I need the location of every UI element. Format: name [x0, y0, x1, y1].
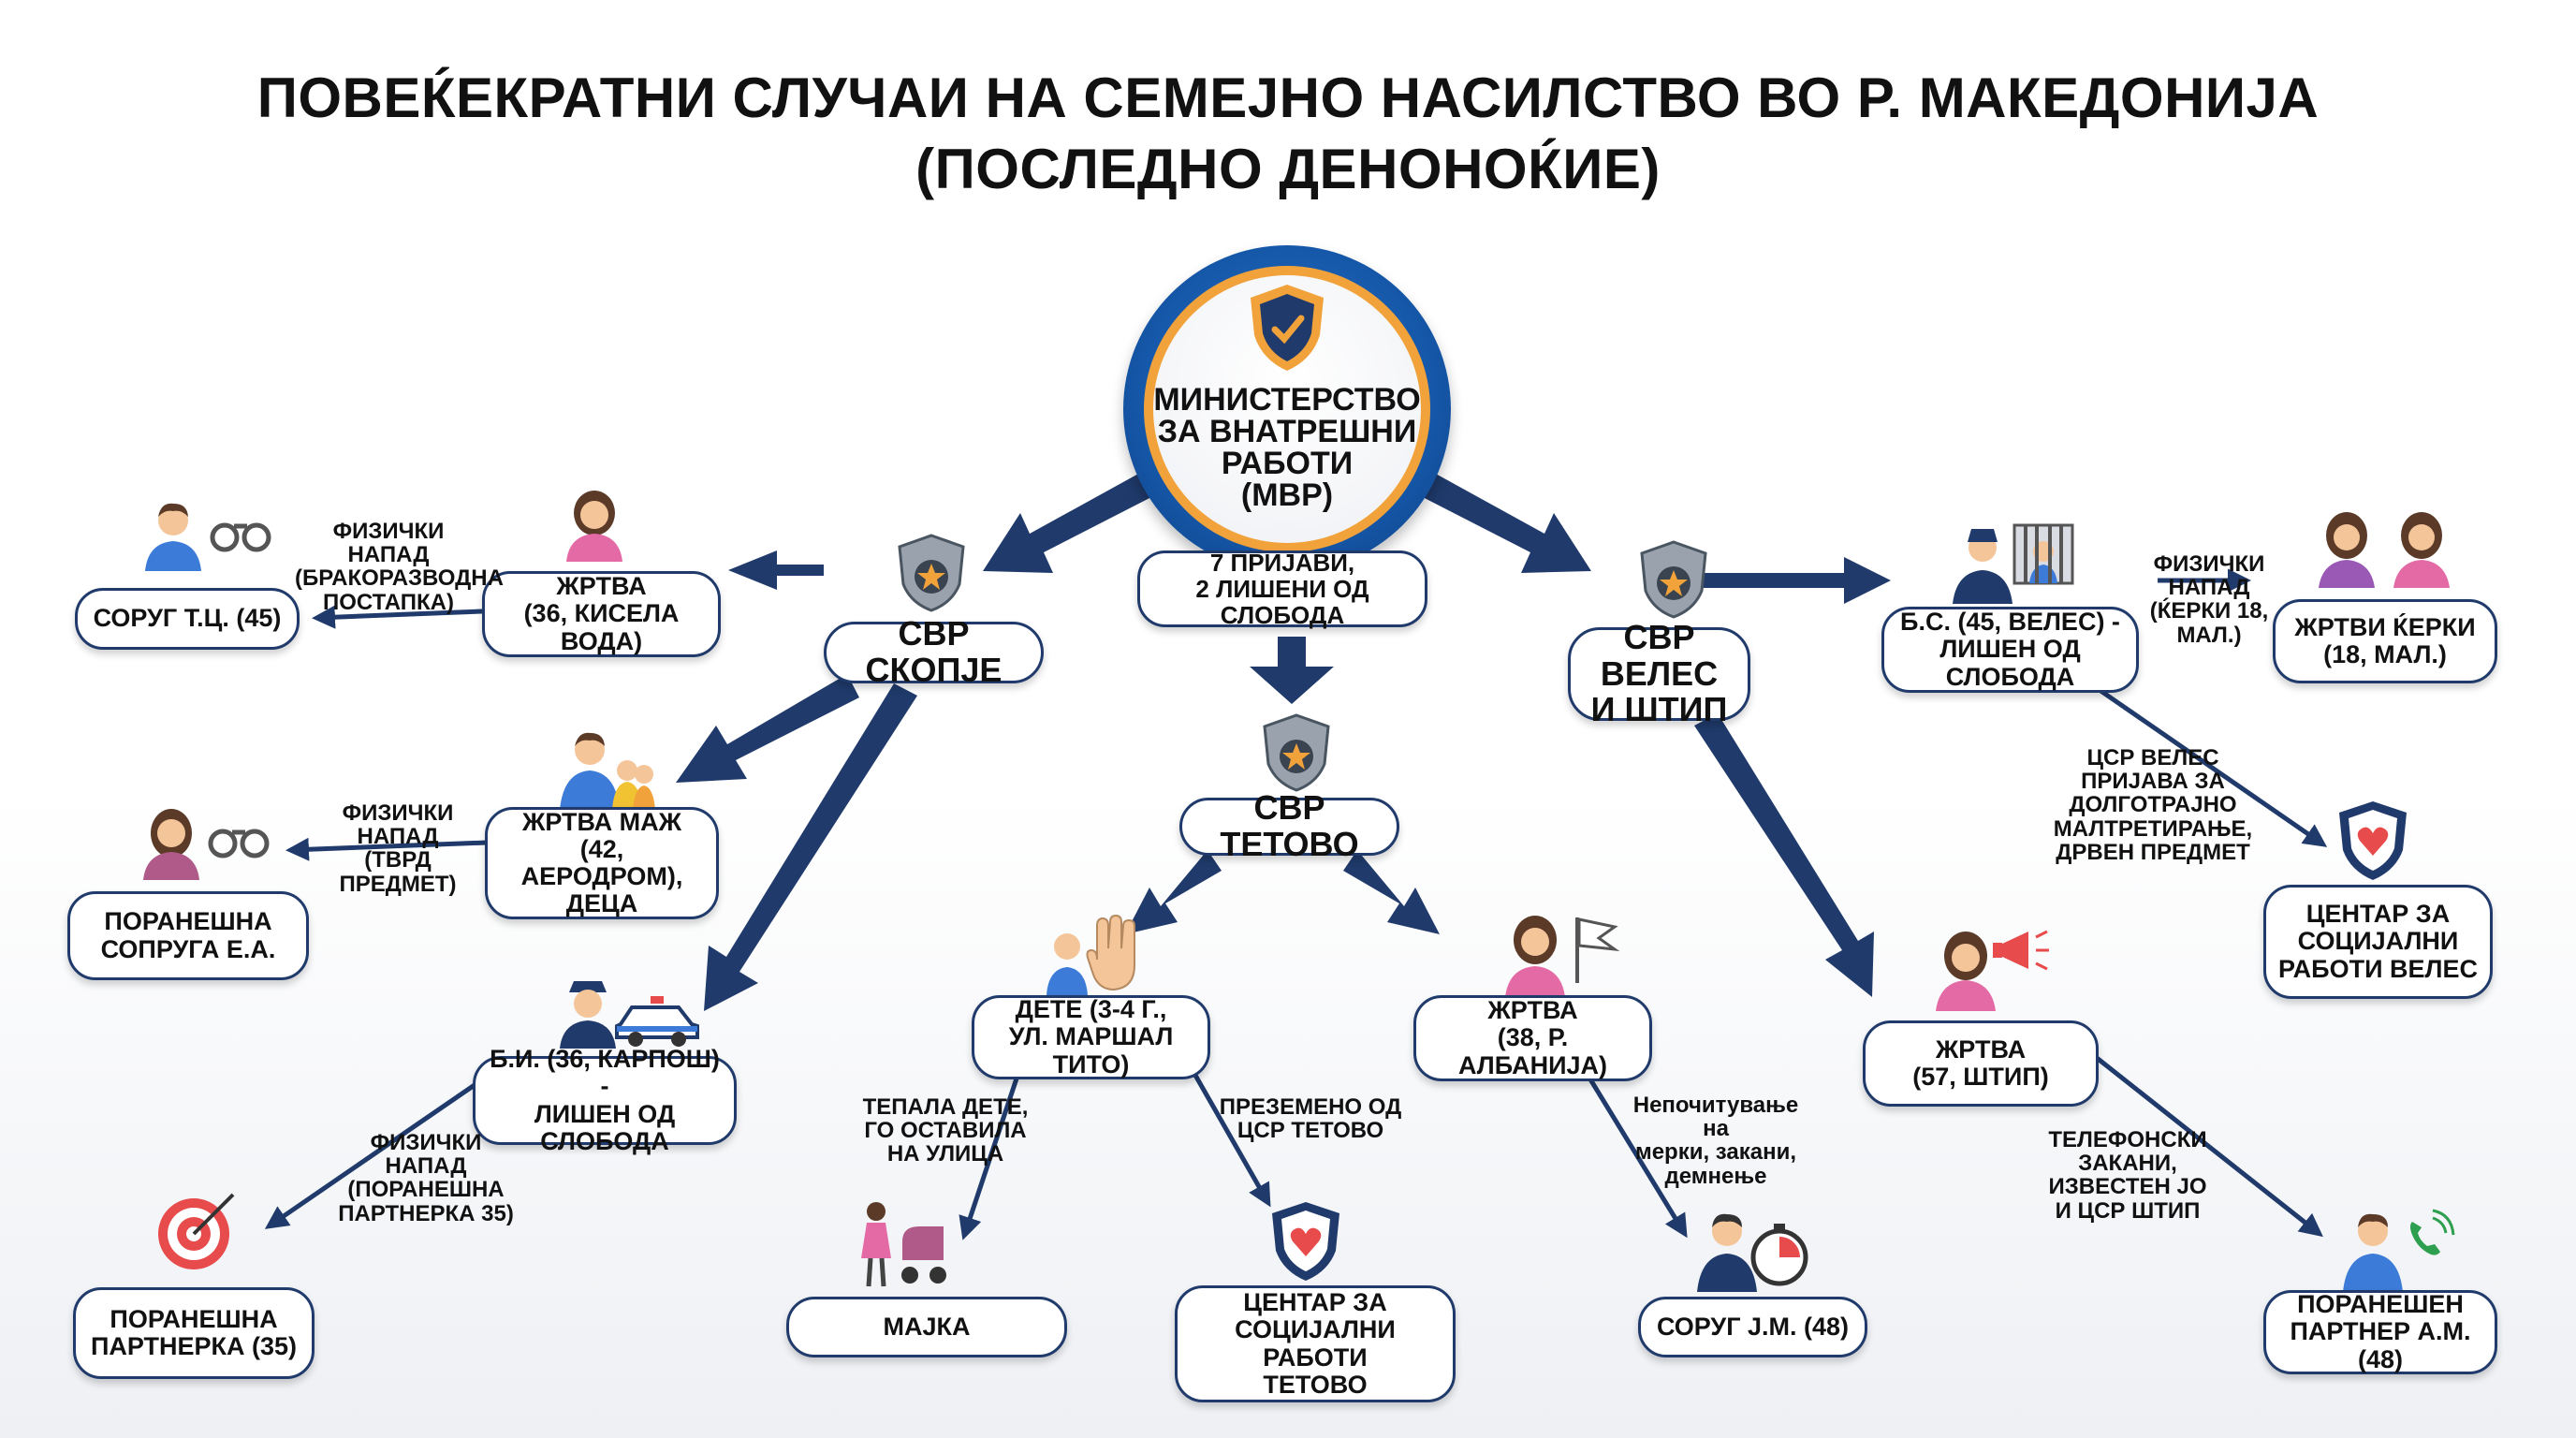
tetovo-action2-label: Непочитување на мерки, закани, демнење	[1632, 1093, 1799, 1189]
shtip-perp-box: ПОРАНЕШЕН ПАРТНЕР А.М. (48)	[2263, 1290, 2497, 1374]
man-icon	[145, 503, 201, 571]
tetovo-victim-box: ЖРТВА (38, Р. АЛБАНИЈА)	[1413, 995, 1652, 1081]
arrow-skopje-case2	[676, 674, 859, 783]
man-phone-icon	[2343, 1209, 2455, 1292]
thin-arrow-skopje2	[285, 837, 488, 861]
page-subtitle: (ПОСЛЕДНО ДЕНОНОЌИЕ)	[915, 138, 1661, 200]
child-stop-icon	[1046, 914, 1135, 995]
handcuffs-icon	[208, 829, 270, 858]
police-badge-icon	[1263, 713, 1330, 792]
tetovo-perp-box: СОРУГ Ј.М. (48)	[1638, 1297, 1867, 1357]
shield-icon	[1251, 285, 1324, 371]
page-title: ПОВЕЌЕКРАТНИ СЛУЧАИ НА СЕМЕЈНО НАСИЛСТВО…	[256, 66, 2320, 129]
veles-center-box: ЦЕНТАР ЗА СОЦИЈАЛНИ РАБОТИ ВЕЛЕС	[2263, 885, 2493, 999]
arrow-to-skopje	[983, 473, 1153, 573]
arrow-skopje-case1	[728, 550, 824, 590]
woman-flag-icon	[1505, 916, 1619, 997]
arrow-tetovo-victim	[1343, 850, 1440, 934]
tetovo-mother-box: МАЈКА	[786, 1297, 1067, 1357]
skopje-action3-label: ФИЗИЧКИ НАПАД (ПОРАНЕШНА ПАРТНЕРКА 35)	[338, 1130, 514, 1226]
skopje-action2-label: ФИЗИЧКИ НАПАД (ТВРД ПРЕДМЕТ)	[339, 800, 457, 897]
main-arrows	[676, 473, 1891, 1011]
skopje-action1-label: ФИЗИЧКИ НАПАД (БРАКОРАЗВОДНА ПОСТАПКА)	[295, 519, 504, 615]
shield-heart-icon	[2339, 801, 2407, 880]
man-stopwatch-icon	[1697, 1213, 1808, 1292]
thin-arrow-tetovo-spouse	[1574, 1056, 1688, 1239]
hub-veles-shtip: СВР ВЕЛЕС И ШТИП	[1568, 619, 1750, 727]
arrow-to-tetovo	[1250, 637, 1334, 704]
police-car-icon	[615, 996, 699, 1047]
arrow-skopje-case3	[704, 683, 917, 1011]
tetovo-action-right-label: ПРЕЗЕМЕНО ОД ЦСР ТЕТОВО	[1219, 1094, 1402, 1144]
thin-arrow-shtip-partner	[2095, 1056, 2323, 1238]
thin-arrow-skopje3	[264, 1074, 489, 1229]
officer-jail-icon	[1953, 523, 2074, 604]
tetovo-action-left-label: ТЕПАЛА ДЕТЕ, ГО ОСТАВИЛА НА УЛИЦА	[862, 1094, 1029, 1167]
skopje-victim3-box: ПОРАНЕШНА ПАРТНЕРКА (35)	[73, 1287, 315, 1379]
thin-arrow-skopje1	[312, 605, 506, 629]
veles-victims-box: ЖРТВИ ЌЕРКИ (18, МАЛ.)	[2273, 599, 2497, 683]
thin-arrow-veles-center	[2095, 685, 2328, 847]
skopje-victim1-box: ЖРТВА (36, КИСЕЛА ВОДА)	[482, 571, 721, 657]
skopje-victim2-box: ЖРТВА МАЖ (42, АЕРОДРОМ), ДЕЦА	[485, 807, 719, 919]
woman-megaphone-icon	[1936, 930, 2049, 1011]
skopje-perp3-box: Б.И. (36, КАРПОШ) - ЛИШЕН ОД СЛОБОДА	[473, 1046, 737, 1154]
skopje-perp2-box: ПОРАНЕШНА СОПРУГА Е.А.	[67, 891, 309, 980]
tetovo-child-box: ДЕТЕ (3-4 Г., УЛ. МАРШАЛ ТИТО)	[972, 995, 1210, 1079]
police-badge-icon	[1640, 540, 1707, 619]
police-badge-icon	[898, 534, 965, 612]
shield-heart-icon	[1272, 1202, 1339, 1281]
arrow-veles-victim	[1694, 713, 1874, 997]
arrow-veles-perp	[1676, 557, 1891, 604]
mother-stroller-icon	[861, 1202, 946, 1287]
veles-action1-label: ФИЗИЧКИ НАПАД (ЌЕРКИ 18, МАЛ.)	[2149, 551, 2269, 648]
shtip-action-label: ТЕЛЕФОНСКИ ЗАКАНИ, ИЗВЕСТЕН ЈО И ЦСР ШТИ…	[2048, 1127, 2207, 1224]
two-women-icon	[2319, 512, 2450, 588]
tetovo-center-box: ЦЕНТАР ЗА СОЦИЈАЛНИ РАБОТИ ТЕТОВО	[1175, 1285, 1456, 1402]
hub-skopje: СВР СКОПЈЕ	[824, 615, 1044, 688]
veles-perp-box: Б.С. (45, ВЕЛЕС) - ЛИШЕН ОД СЛОБОДА	[1881, 607, 2139, 693]
family-icon	[560, 732, 655, 810]
woman-icon	[566, 491, 622, 562]
skopje-perp1-box: СОРУГ Т.Ц. (45)	[75, 588, 300, 650]
ministry-label: МИНИСТЕРСТВО ЗА ВНАТРЕШНИ РАБОТИ (МВР)	[1153, 382, 1421, 513]
woman-icon	[143, 809, 199, 880]
shtip-victim-box: ЖРТВА (57, ШТИП)	[1863, 1020, 2099, 1107]
police-officer-icon	[560, 981, 616, 1049]
veles-report-label: ЦСР ВЕЛЕС ПРИЈАВА ЗА ДОЛГОТРАЈНО МАЛТРЕТ…	[2053, 745, 2253, 865]
arrow-tetovo-child	[1125, 850, 1222, 934]
target-icon	[158, 1193, 235, 1269]
handcuffs-icon	[210, 522, 271, 552]
arrow-to-veles	[1421, 473, 1591, 573]
hub-tetovo: СВР ТЕТОВО	[1179, 789, 1399, 862]
summary-box: 7 ПРИЈАВИ, 2 ЛИШЕНИ ОД СЛОБОДА	[1137, 550, 1427, 628]
